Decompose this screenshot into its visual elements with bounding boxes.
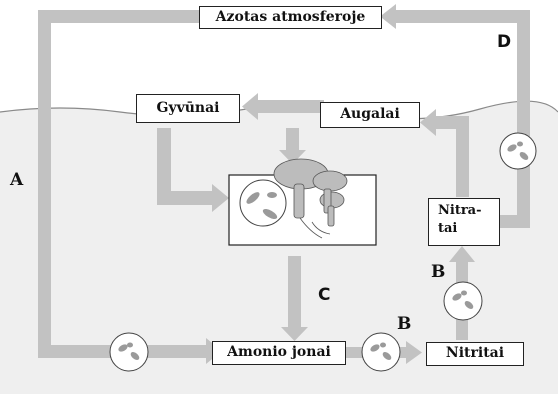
nitrites-label-text: Nitritai <box>445 345 505 361</box>
ammonium-label-text: Amonio jonai <box>227 344 331 360</box>
plants-label-text: Augalai <box>340 106 400 122</box>
arrow-a-top <box>38 10 204 23</box>
arrow-animals-down <box>157 128 171 203</box>
arrow-nitrates-left <box>432 116 469 129</box>
arrow-c <box>288 256 301 330</box>
arrow-d-head <box>380 4 396 29</box>
arrow-b-head-1 <box>406 341 422 364</box>
atmosphere-label: Azotas atmosferoje <box>199 6 382 29</box>
microbe-a <box>109 332 149 372</box>
nitrites-label: Nitritai <box>426 342 524 366</box>
marker-d: D <box>497 32 512 52</box>
microbe-rods <box>118 141 529 360</box>
mushroom-illustration <box>273 158 348 239</box>
microbe-b-vertical <box>443 281 483 321</box>
animals-label: Gyvūnai <box>136 94 240 123</box>
arrow-to-animals-head <box>242 93 258 120</box>
marker-c: C <box>318 285 331 305</box>
arrow-to-plants-head <box>420 109 436 136</box>
arrow-b-head-2 <box>449 246 475 262</box>
animals-label-text: Gyvūnai <box>156 100 220 116</box>
marker-a: A <box>10 170 24 190</box>
arrow-plants-down-head <box>279 150 306 164</box>
nitrates-label: Nitra- tai <box>428 198 500 246</box>
arrow-a-left <box>38 10 51 358</box>
ammonium-label: Amonio jonai <box>212 341 346 365</box>
arrow-d-right <box>517 10 530 228</box>
arrow-d-bottom <box>499 215 530 228</box>
arrow-plants-animals <box>254 100 324 113</box>
marker-b-horizontal: B <box>397 314 412 334</box>
arrow-d-top <box>392 10 530 23</box>
arrow-c-head <box>281 327 308 341</box>
microbe-circles <box>109 132 537 372</box>
arrow-animals-right-head <box>212 184 229 212</box>
microbe-b-horizontal <box>361 332 401 372</box>
nitrates-label-line2: tai <box>438 221 458 236</box>
soil-region <box>0 101 558 394</box>
plants-label: Augalai <box>320 102 420 128</box>
arrow-animals-right <box>157 191 215 205</box>
marker-b-vertical: B <box>431 262 446 282</box>
arrow-nitrates-up <box>456 116 469 197</box>
arrow-plants-down <box>286 128 299 152</box>
atmosphere-label-text: Azotas atmosferoje <box>215 9 366 25</box>
nitrates-label-line1: Nitra- <box>438 203 482 218</box>
microbe-d <box>499 132 537 170</box>
